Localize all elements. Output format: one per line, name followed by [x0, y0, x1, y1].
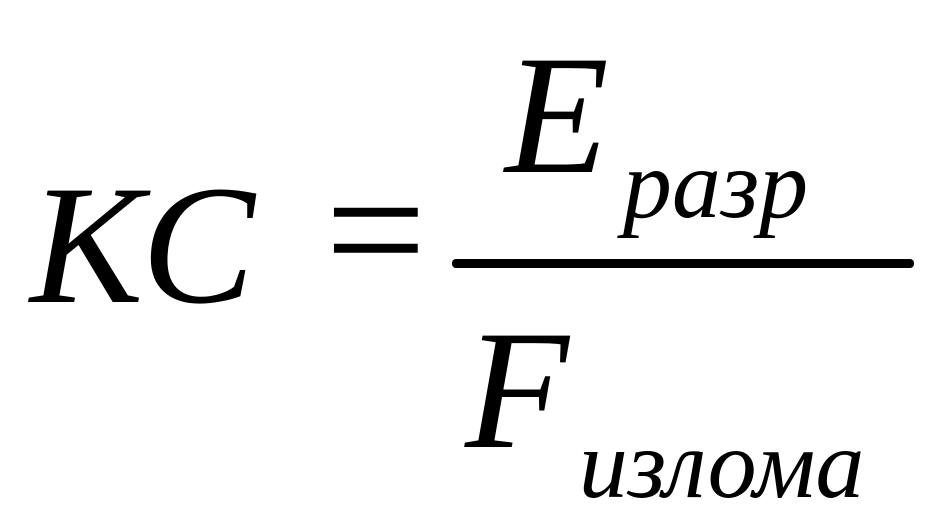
equals-sign: = — [325, 130, 427, 329]
denominator-subscript: излома — [578, 411, 865, 519]
denominator-variable: F — [465, 296, 569, 484]
fraction-bar — [452, 259, 914, 268]
formula-lhs: KC — [30, 151, 255, 339]
numerator-variable: E — [505, 21, 609, 209]
numerator-subscript: разр — [622, 131, 809, 239]
